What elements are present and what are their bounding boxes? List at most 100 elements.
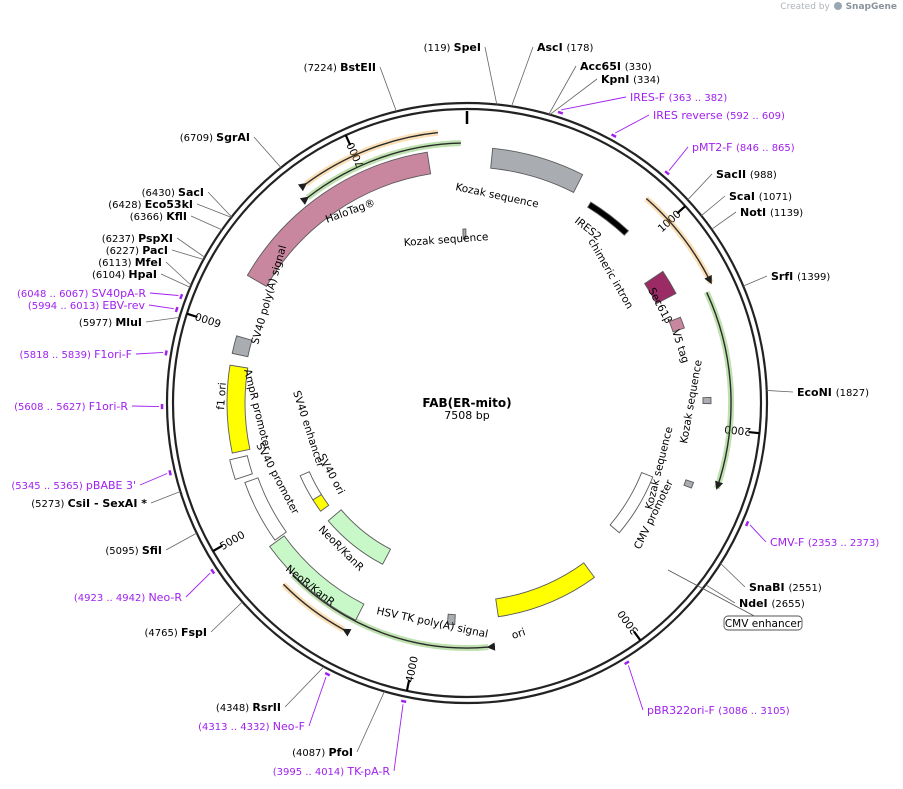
neo-outer-block [268, 535, 365, 621]
site-mlui[interactable]: (5977) MluI [79, 316, 180, 329]
primer-label: IRES-F (363 .. 382) [630, 91, 727, 104]
site-noti[interactable]: NotI (1139) [711, 206, 804, 230]
primer-mark [324, 671, 331, 677]
site-csii-sexai-[interactable]: (5273) CsiI - SexAI * [31, 491, 181, 510]
primer-name: EBV-rev [102, 299, 145, 312]
tick-label-6000: 6000 [194, 310, 223, 330]
site-position: (1399) [797, 272, 830, 283]
primer-pmt2-f[interactable]: pMT2-F (846 .. 865) [664, 141, 795, 176]
plasmid-name: FAB(ER-mito) [422, 396, 511, 410]
site-name: ScaI [729, 190, 759, 203]
primer-mark [664, 170, 670, 176]
primer-sv40pa-r[interactable]: (6048 .. 6067) SV40pA-R [17, 287, 184, 300]
tick-mark-3000 [633, 630, 642, 642]
tick-label-5000: 5000 [218, 529, 247, 553]
site-position: (2655) [771, 599, 804, 610]
primer-label: pBR322ori-F (3086 .. 3105) [647, 704, 790, 717]
site-kpni[interactable]: KpnI (334) [549, 73, 660, 115]
cmv-promoter-block [609, 471, 654, 534]
orf-arc-orange-top [297, 129, 439, 192]
primer-position: (4313 .. 4332) [198, 722, 273, 733]
site-saci[interactable]: (6430) SacI [142, 186, 232, 218]
primer-f1ori-f[interactable]: (5818 .. 5839) F1ori-F [19, 348, 168, 361]
site-name: NotI [740, 206, 770, 219]
site-sgrai[interactable]: (6709) SgrAI [180, 131, 282, 168]
primer-name: CMV-F [770, 536, 808, 549]
site-paci[interactable]: (6227) PacI [106, 244, 204, 260]
neo-inner-block [327, 509, 392, 565]
site-position: (334) [633, 75, 660, 86]
site-kfli[interactable]: (6366) KflI [130, 210, 223, 231]
primer-label: (4313 .. 4332) Neo-F [198, 720, 305, 733]
primer-tk-pa-r[interactable]: (3995 .. 4014) TK-pA-R [273, 699, 407, 778]
site-label: AscI (178) [537, 41, 594, 54]
primer-mark [744, 520, 750, 527]
site-label: SnaBI (2551) [749, 581, 822, 594]
snapgene-credit: Created by SnapGene [780, 2, 897, 12]
site-hpai[interactable]: (6104) HpaI [92, 268, 191, 288]
credit-prefix: Created by [780, 2, 830, 12]
primer-name: SV40pA-R [92, 287, 147, 300]
tick-mark-7000 [344, 134, 352, 146]
site-pspxi[interactable]: (6237) PspXI [102, 232, 205, 258]
primer-pbabe-3-[interactable]: (5345 .. 5365) pBABE 3' [11, 470, 172, 492]
site-position: (6366) [130, 212, 166, 223]
site-sacii[interactable]: SacII (988) [687, 168, 777, 201]
primer-name: pBR322ori-F [647, 704, 718, 717]
site-scai[interactable]: ScaI (1071) [701, 190, 792, 216]
site-econi[interactable]: EcoNI (1827) [766, 386, 869, 399]
site-label: (7224) BstEII [304, 61, 376, 74]
orf-arc-green-right [703, 291, 734, 490]
site-bsteii[interactable]: (7224) BstEII [304, 61, 397, 112]
site-name: EcoNI [797, 386, 836, 399]
site-position: (6113) [98, 258, 134, 269]
v5-tag-label: V5 tag [669, 328, 691, 364]
site-position: (6428) [108, 200, 144, 211]
site-name: BstEII [340, 61, 376, 74]
site-ndei[interactable]: NdeI (2655) [705, 584, 805, 610]
primer-mark [164, 350, 168, 356]
primer-label: (5818 .. 5839) F1ori-F [19, 348, 132, 361]
primer-mark [174, 306, 179, 313]
site-acc65i[interactable]: Acc65I (330) [548, 60, 652, 115]
site-position: (6104) [92, 270, 128, 281]
primer-name: Neo-R [148, 591, 182, 604]
site-srfi[interactable]: SrfI (1399) [743, 270, 830, 287]
primer-ebv-rev[interactable]: (5994 .. 6013) EBV-rev [28, 299, 179, 313]
primer-f1ori-r[interactable]: (5608 .. 5627) F1ori-R [14, 400, 164, 413]
primer-ires-f[interactable]: IRES-F (363 .. 382) [557, 91, 727, 115]
site-position: (7224) [304, 63, 340, 74]
ampr-promoter-block [229, 455, 253, 481]
ori-block [495, 562, 596, 618]
ires2-label: IRES2 [572, 215, 603, 243]
site-position: (2551) [788, 583, 821, 594]
site-name: SfiI [142, 544, 162, 557]
orf-arc-layer [281, 129, 734, 651]
site-mfei[interactable]: (6113) MfeI [98, 256, 192, 286]
site-rsrii[interactable]: (4348) RsrII [216, 666, 325, 714]
primer-neo-r[interactable]: (4923 .. 4942) Neo-R [74, 568, 216, 604]
site-pfoi[interactable]: (4087) PfoI [292, 691, 385, 759]
site-fspi[interactable]: (4765) FspI [145, 601, 243, 639]
site-position: (1071) [759, 192, 792, 203]
site-sfii[interactable]: (5095) SfiI [105, 532, 197, 557]
primer-position: (846 .. 865) [736, 143, 795, 154]
primer-pbr322ori-f[interactable]: pBR322ori-F (3086 .. 3105) [623, 660, 790, 717]
site-label: NotI (1139) [740, 206, 803, 219]
primer-name: IRES-F [630, 91, 669, 104]
primer-mark [210, 568, 216, 575]
sec61b-arrow [643, 270, 677, 305]
site-asci[interactable]: AscI (178) [511, 41, 594, 107]
site-label: (6237) PspXI [102, 232, 173, 245]
primer-ires-reverse[interactable]: IRES reverse (592 .. 609) [610, 109, 785, 138]
site-snabi[interactable]: SnaBI (2551) [720, 563, 822, 594]
primer-cmv-f[interactable]: CMV-F (2353 .. 2373) [744, 520, 879, 549]
kozak-inner-label: Kozak sequence [403, 231, 488, 249]
sv40-enhancer-label: SV40 enhancer [290, 389, 326, 469]
site-spei[interactable]: (119) SpeI [424, 41, 498, 105]
primer-neo-f[interactable]: (4313 .. 4332) Neo-F [198, 671, 331, 733]
tick-mark-6000 [186, 312, 198, 319]
primer-position: (4923 .. 4942) [74, 593, 149, 604]
v5-tag-block [668, 316, 685, 333]
site-eco53ki[interactable]: (6428) Eco53kI [108, 198, 232, 218]
